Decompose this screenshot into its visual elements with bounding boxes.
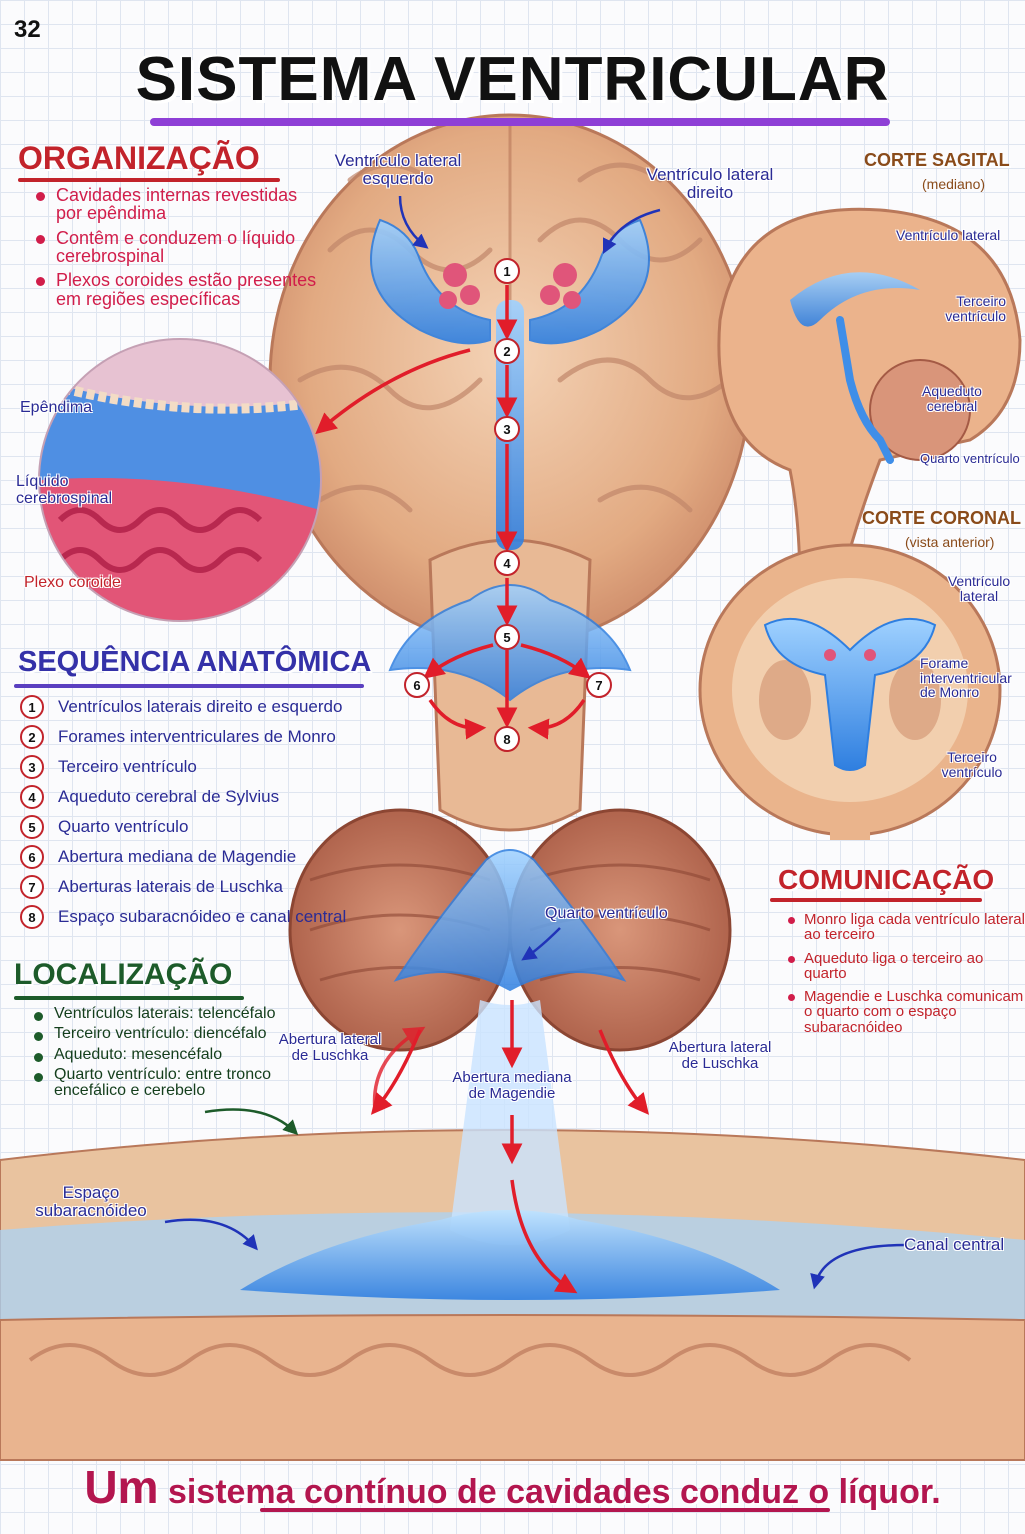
label-sag-quarto: Quarto ventrículo <box>920 451 1020 466</box>
organization-heading: ORGANIZAÇÃO <box>18 140 260 176</box>
list-item: Aqueduto liga o terceiro ao quarto <box>786 951 1025 982</box>
flow-number: 4 <box>494 550 520 576</box>
step-number: 8 <box>20 905 44 929</box>
flow-arrows <box>315 285 650 1294</box>
page-number: 32 <box>14 16 41 43</box>
label-cor-terceiro: Terceiro ventrículo <box>941 749 1003 780</box>
label-magendie: Abertura mediana de Magendie <box>452 1069 572 1102</box>
flow-number: 2 <box>494 338 520 364</box>
footer-big: Um <box>84 1461 159 1513</box>
step-text: Forames interventriculares de Monro <box>58 727 336 746</box>
label-cor-monro: Forame interventricular de Monro <box>920 655 1012 701</box>
label-subaracnoideo: Espaço subaracnóideo <box>35 1183 147 1220</box>
sequence-heading: SEQUÊNCIA ANATÔMICA <box>18 646 372 678</box>
list-item: Ventrículos laterais: telencéfalo <box>30 1005 290 1022</box>
step-text: Abertura mediana de Magendie <box>58 847 297 866</box>
list-item: 3 Terceiro ventrículo <box>20 752 346 782</box>
coronal-section <box>698 543 1002 840</box>
communication-underline <box>770 898 982 902</box>
step-number: 1 <box>20 695 44 719</box>
sagittal-heading: CORTE SAGITAL <box>864 150 1010 170</box>
step-number: 5 <box>20 815 44 839</box>
list-item: 8 Espaço subaracnóideo e canal central <box>20 902 346 932</box>
step-text: Ventrículos laterais direito e esquerdo <box>58 697 343 716</box>
localization-underline <box>14 996 244 1000</box>
list-item: 7 Aberturas laterais de Luschka <box>20 872 346 902</box>
coronal-heading: CORTE CORONAL <box>862 508 1021 528</box>
label-plexo: Plexo coroide <box>24 574 121 591</box>
localization-pointer <box>204 1108 299 1136</box>
sagittal-subheading: (mediano) <box>922 176 986 192</box>
flow-number: 5 <box>494 624 520 650</box>
cerebellum <box>288 808 732 1052</box>
list-item: 2 Forames interventriculares de Monro <box>20 722 346 752</box>
list-item: Cavidades internas revestidas por epêndi… <box>32 186 322 223</box>
list-item: Plexos coroides estão presentes em regiõ… <box>32 271 322 308</box>
communication-list: Monro liga cada ventrículo lateral ao te… <box>786 912 1025 1043</box>
step-text: Aqueduto cerebral de Sylvius <box>58 787 280 806</box>
flow-number: 6 <box>404 672 430 698</box>
sequence-list: 1 Ventrículos laterais direito e esquerdo… <box>20 692 346 932</box>
label-sag-vl: Ventrículo lateral <box>896 227 1001 243</box>
step-text: Quarto ventrículo <box>58 817 189 836</box>
label-vl-esquerdo: Ventrículo lateral esquerdo <box>334 151 462 188</box>
ependyma-inset <box>38 338 322 622</box>
localization-list: Ventrículos laterais: telencéfalo Tercei… <box>30 1005 290 1104</box>
step-number: 4 <box>20 785 44 809</box>
label-canal-central: Canal central <box>904 1235 1005 1254</box>
label-sag-terceiro: Terceiro ventrículo <box>945 293 1006 324</box>
flow-number: 3 <box>494 416 520 442</box>
list-item: 1 Ventrículos laterais direito e esquerdo <box>20 692 346 722</box>
page-title: SISTEMA VENTRICULAR <box>135 45 890 114</box>
label-luschka-dir: Abertura lateral de Luschka <box>668 1039 772 1072</box>
sagittal-section <box>717 207 1022 592</box>
footer-tagline: Um sistema contínuo de cavidades conduz … <box>0 1460 1025 1514</box>
label-luschka-esq: Abertura lateral de Luschka <box>278 1031 382 1064</box>
flow-number: 1 <box>494 258 520 284</box>
localization-heading: LOCALIZAÇÃO <box>14 958 233 991</box>
list-item: Terceiro ventrículo: diencéfalo <box>30 1025 290 1042</box>
label-vl-direito: Ventrículo lateral direito <box>646 165 774 202</box>
coronal-subheading: (vista anterior) <box>905 534 995 550</box>
list-item: 6 Abertura mediana de Magendie <box>20 842 346 872</box>
step-text: Espaço subaracnóideo e canal central <box>58 907 347 926</box>
label-ependima: Epêndima <box>20 399 93 416</box>
step-number: 2 <box>20 725 44 749</box>
step-text: Terceiro ventrículo <box>58 757 197 776</box>
list-item: 4 Aqueduto cerebral de Sylvius <box>20 782 346 812</box>
label-quarto: Quarto ventrículo <box>545 905 668 922</box>
label-liquido: Líquido cerebrospinal <box>16 473 113 507</box>
step-text: Aberturas laterais de Luschka <box>58 877 283 896</box>
label-cor-vl: Ventrículo lateral <box>947 573 1011 604</box>
list-item: Quarto ventrículo: entre tronco encefáli… <box>30 1066 290 1100</box>
flow-number: 7 <box>586 672 612 698</box>
organization-underline <box>18 178 280 182</box>
title-underline <box>150 118 890 126</box>
label-sag-aqueduto: Aqueduto cerebral <box>922 383 982 414</box>
list-item: Monro liga cada ventrículo lateral ao te… <box>786 912 1025 943</box>
step-number: 7 <box>20 875 44 899</box>
footer-rest: sistema contínuo de cavidades conduz o l… <box>167 1473 941 1511</box>
list-item: Magendie e Luschka comunicam o quarto co… <box>786 989 1025 1035</box>
step-number: 3 <box>20 755 44 779</box>
organization-list: Cavidades internas revestidas por epêndi… <box>32 186 322 314</box>
sequence-underline <box>14 684 364 688</box>
step-number: 6 <box>20 845 44 869</box>
list-item: Contêm e conduzem o líquido cerebrospina… <box>32 229 322 266</box>
communication-heading: COMUNICAÇÃO <box>778 864 995 895</box>
flow-number: 8 <box>494 726 520 752</box>
list-item: 5 Quarto ventrículo <box>20 812 346 842</box>
footer-underline <box>260 1508 830 1512</box>
list-item: Aqueduto: mesencéfalo <box>30 1046 290 1063</box>
